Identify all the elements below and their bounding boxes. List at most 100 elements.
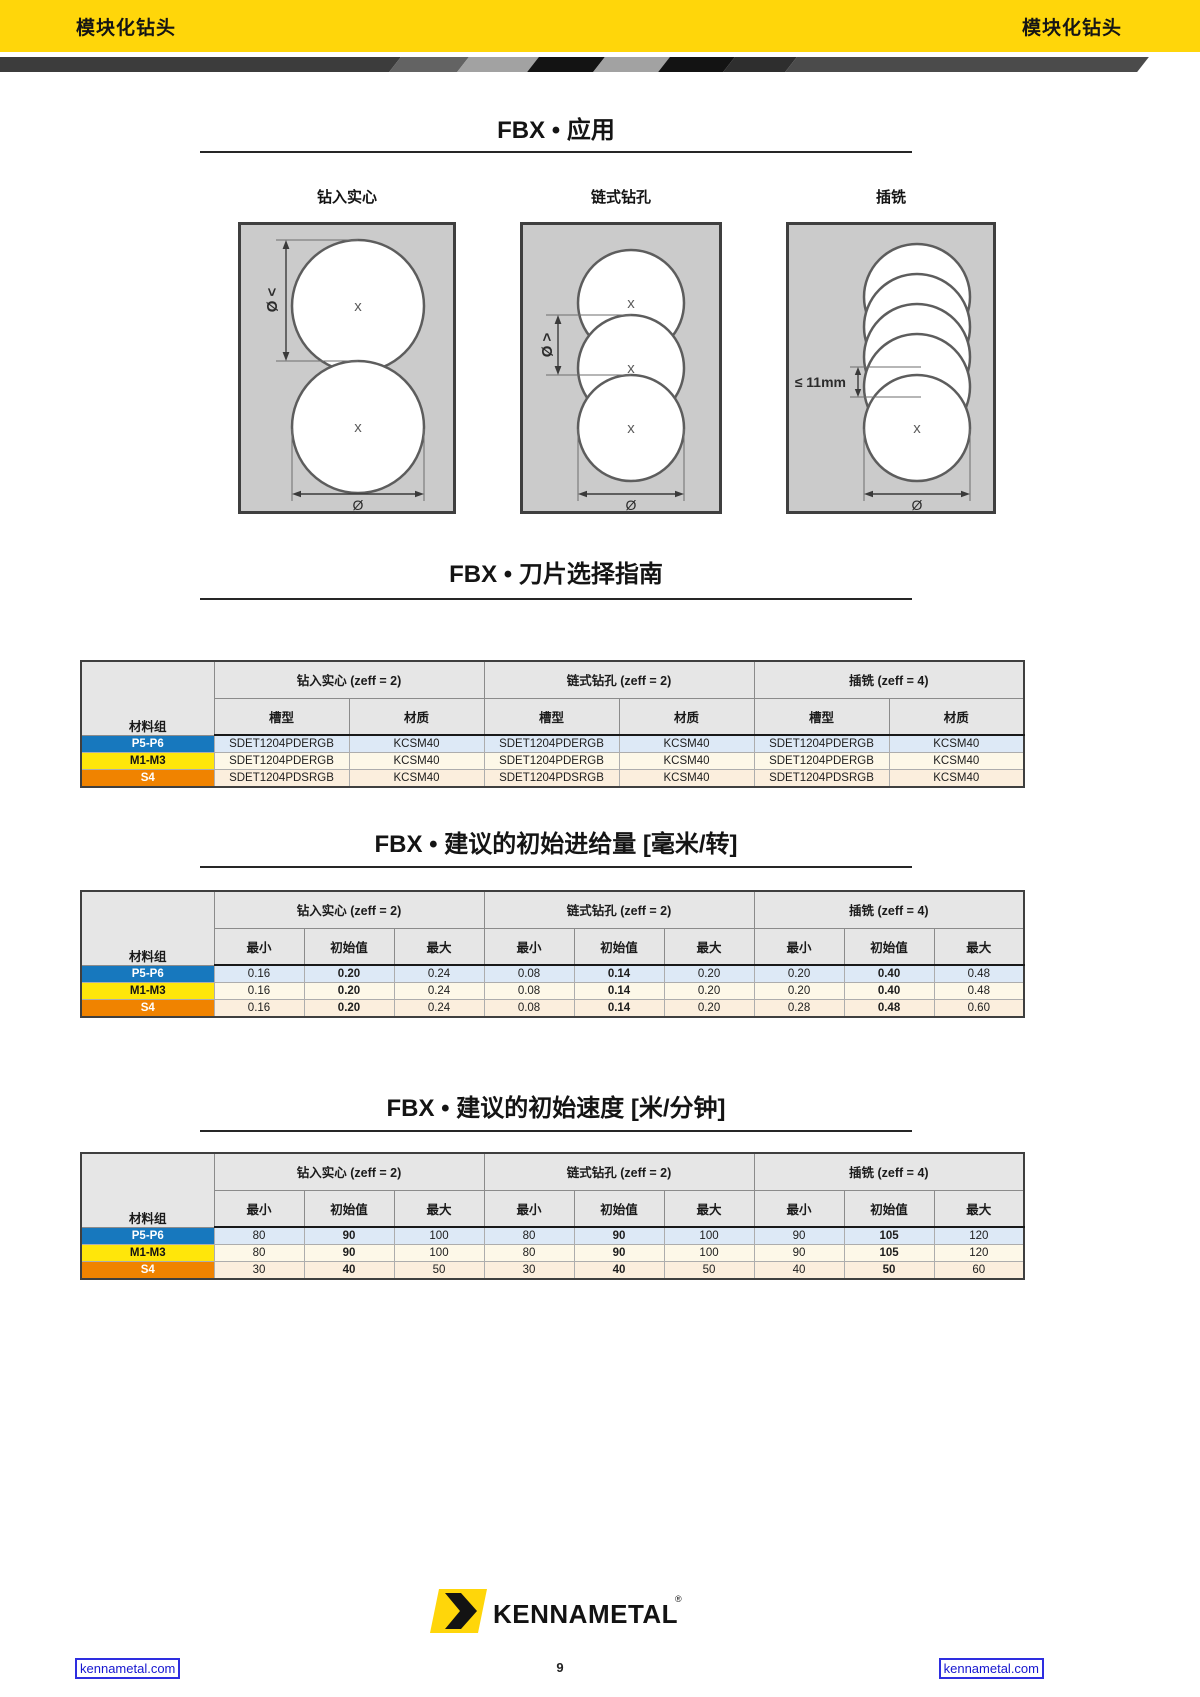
value-cell: 0.24: [393, 982, 485, 1000]
material-label: S4: [80, 769, 215, 788]
subcol-header: 最大: [393, 927, 485, 966]
value-cell: 0.40: [843, 982, 935, 1000]
center-mark: x: [627, 360, 635, 377]
grade-cell: KCSM40: [888, 734, 1025, 753]
reference-lines: [546, 314, 685, 501]
stripe-segment: [389, 57, 469, 72]
table-row: S4 0.16 0.20 0.24 0.08 0.14 0.20 0.28 0.…: [80, 999, 1025, 1018]
subcol-header: 初始值: [843, 1189, 935, 1228]
value-cell: 100: [393, 1226, 485, 1245]
dimension-label: ≤ 11mm: [795, 374, 846, 390]
value-cell: 0.24: [393, 999, 485, 1018]
subcol-header: 最小: [213, 927, 305, 966]
diagram-plunge-milling: x ≤ 11mm Ø: [786, 222, 996, 514]
value-cell: 0.16: [213, 999, 305, 1018]
value-cell: 0.20: [753, 982, 845, 1000]
group-header-solid: 钻入实心 (zeff = 2): [213, 890, 485, 929]
value-cell: 105: [843, 1244, 935, 1262]
group-header-chain: 链式钻孔 (zeff = 2): [483, 1152, 755, 1191]
geometry-cell: SDET1204PDERGB: [213, 752, 350, 770]
value-cell: 90: [753, 1226, 845, 1245]
diameter-label: Ø: [912, 497, 923, 513]
footer-link-left[interactable]: kennametal.com: [75, 1658, 181, 1679]
brand-name: KENNAMETAL: [493, 1599, 678, 1629]
group-header-plunge: 插铣 (zeff = 4): [753, 660, 1025, 699]
value-cell: 0.20: [663, 982, 755, 1000]
value-cell: 120: [933, 1244, 1025, 1262]
value-cell: 0.20: [303, 999, 395, 1018]
title-rule: [200, 1130, 912, 1132]
value-cell: 0.16: [213, 982, 305, 1000]
geometry-cell: SDET1204PDSRGB: [213, 769, 350, 788]
subcol-header: 最小: [483, 927, 575, 966]
material-label: S4: [80, 1261, 215, 1280]
table-row: P5-P6 80 90 100 80 90 100 90 105 120: [80, 1226, 1025, 1245]
geometry-cell: SDET1204PDSRGB: [483, 769, 620, 788]
value-cell: 0.60: [933, 999, 1025, 1018]
value-cell: 0.08: [483, 999, 575, 1018]
value-cell: 30: [483, 1261, 575, 1280]
material-label: P5-P6: [80, 734, 215, 753]
group-header-row: 材料组 钻入实心 (zeff = 2) 链式钻孔 (zeff = 2) 插铣 (…: [80, 890, 1025, 966]
material-label: M1-M3: [80, 1244, 215, 1262]
subheader-row: 最小 初始值 最大 最小 初始值 最大 最小 初始值 最大: [81, 1189, 1025, 1228]
center-mark: x: [354, 298, 362, 315]
dimension-arrows: [554, 315, 684, 498]
value-cell: 100: [393, 1244, 485, 1262]
value-cell: 40: [303, 1261, 395, 1280]
feed-table: 材料组 钻入实心 (zeff = 2) 链式钻孔 (zeff = 2) 插铣 (…: [80, 890, 1026, 1018]
diagram-label-solid: 钻入实心: [316, 189, 377, 206]
value-cell: 0.14: [573, 982, 665, 1000]
value-cell: 100: [663, 1244, 755, 1262]
subcol-header: 最大: [393, 1189, 485, 1228]
value-cell: 80: [213, 1244, 305, 1262]
geometry-cell: SDET1204PDERGB: [753, 752, 890, 770]
material-label: P5-P6: [80, 964, 215, 983]
subcol-header: 最大: [663, 1189, 755, 1228]
group-header-plunge: 插铣 (zeff = 4): [753, 1152, 1025, 1191]
value-cell: 0.16: [213, 964, 305, 983]
value-cell: 0.14: [573, 964, 665, 983]
value-cell: 40: [573, 1261, 665, 1280]
value-cell: 0.48: [933, 982, 1025, 1000]
material-label: P5-P6: [80, 1226, 215, 1245]
center-mark: x: [913, 420, 921, 437]
group-header-row: 材料组 钻入实心 (zeff = 2) 链式钻孔 (zeff = 2) 插铣 (…: [80, 1152, 1025, 1228]
material-label: M1-M3: [80, 752, 215, 770]
group-header-row: 材料组 钻入实心 (zeff = 2) 链式钻孔 (zeff = 2) 插铣 (…: [80, 660, 1025, 736]
value-cell: 0.48: [933, 964, 1025, 983]
diagram-label-chain: 链式钻孔: [590, 189, 651, 206]
table-row: M1-M3 0.16 0.20 0.24 0.08 0.14 0.20 0.20…: [80, 982, 1025, 1000]
group-header-plunge: 插铣 (zeff = 4): [753, 890, 1025, 929]
reference-lines: [850, 366, 971, 501]
value-cell: 0.20: [753, 964, 845, 983]
value-cell: 80: [213, 1226, 305, 1245]
geometry-cell: SDET1204PDERGB: [483, 752, 620, 770]
value-cell: 0.20: [663, 964, 755, 983]
table-row: S4 30 40 50 30 40 50 40 50 60: [80, 1261, 1025, 1280]
subcol-header: 初始值: [573, 1189, 665, 1228]
subcol-header: 最大: [663, 927, 755, 966]
insert-guide-table: 材料组 钻入实心 (zeff = 2) 链式钻孔 (zeff = 2) 插铣 (…: [80, 660, 1025, 788]
footer-link-right[interactable]: kennametal.com: [938, 1658, 1044, 1679]
grade-cell: KCSM40: [888, 769, 1025, 788]
subcol-header: 初始值: [303, 927, 395, 966]
logo-k-chevron-icon: [445, 1593, 477, 1629]
table-row: M1-M3 80 90 100 80 90 100 90 105 120: [80, 1244, 1025, 1262]
subcol-header: 最小: [753, 1189, 845, 1228]
value-cell: 60: [933, 1261, 1025, 1280]
diagram-label-plunge: 插铣: [875, 189, 906, 206]
table-row: S4 SDET1204PDSRGB KCSM40 SDET1204PDSRGB …: [80, 769, 1025, 788]
guide-title: FBX • 刀片选择指南: [449, 561, 663, 588]
group-header-chain: 链式钻孔 (zeff = 2): [483, 660, 755, 699]
subcol-header: 初始值: [303, 1189, 395, 1228]
grade-cell: KCSM40: [888, 752, 1025, 770]
subcol-header: 最小: [213, 1189, 305, 1228]
grade-cell: KCSM40: [348, 734, 485, 753]
subcol-header: 最大: [933, 927, 1025, 966]
subcol-header: 初始值: [573, 927, 665, 966]
diameter-label: Ø: [353, 497, 364, 513]
center-mark: x: [354, 419, 362, 436]
grade-cell: KCSM40: [618, 752, 755, 770]
